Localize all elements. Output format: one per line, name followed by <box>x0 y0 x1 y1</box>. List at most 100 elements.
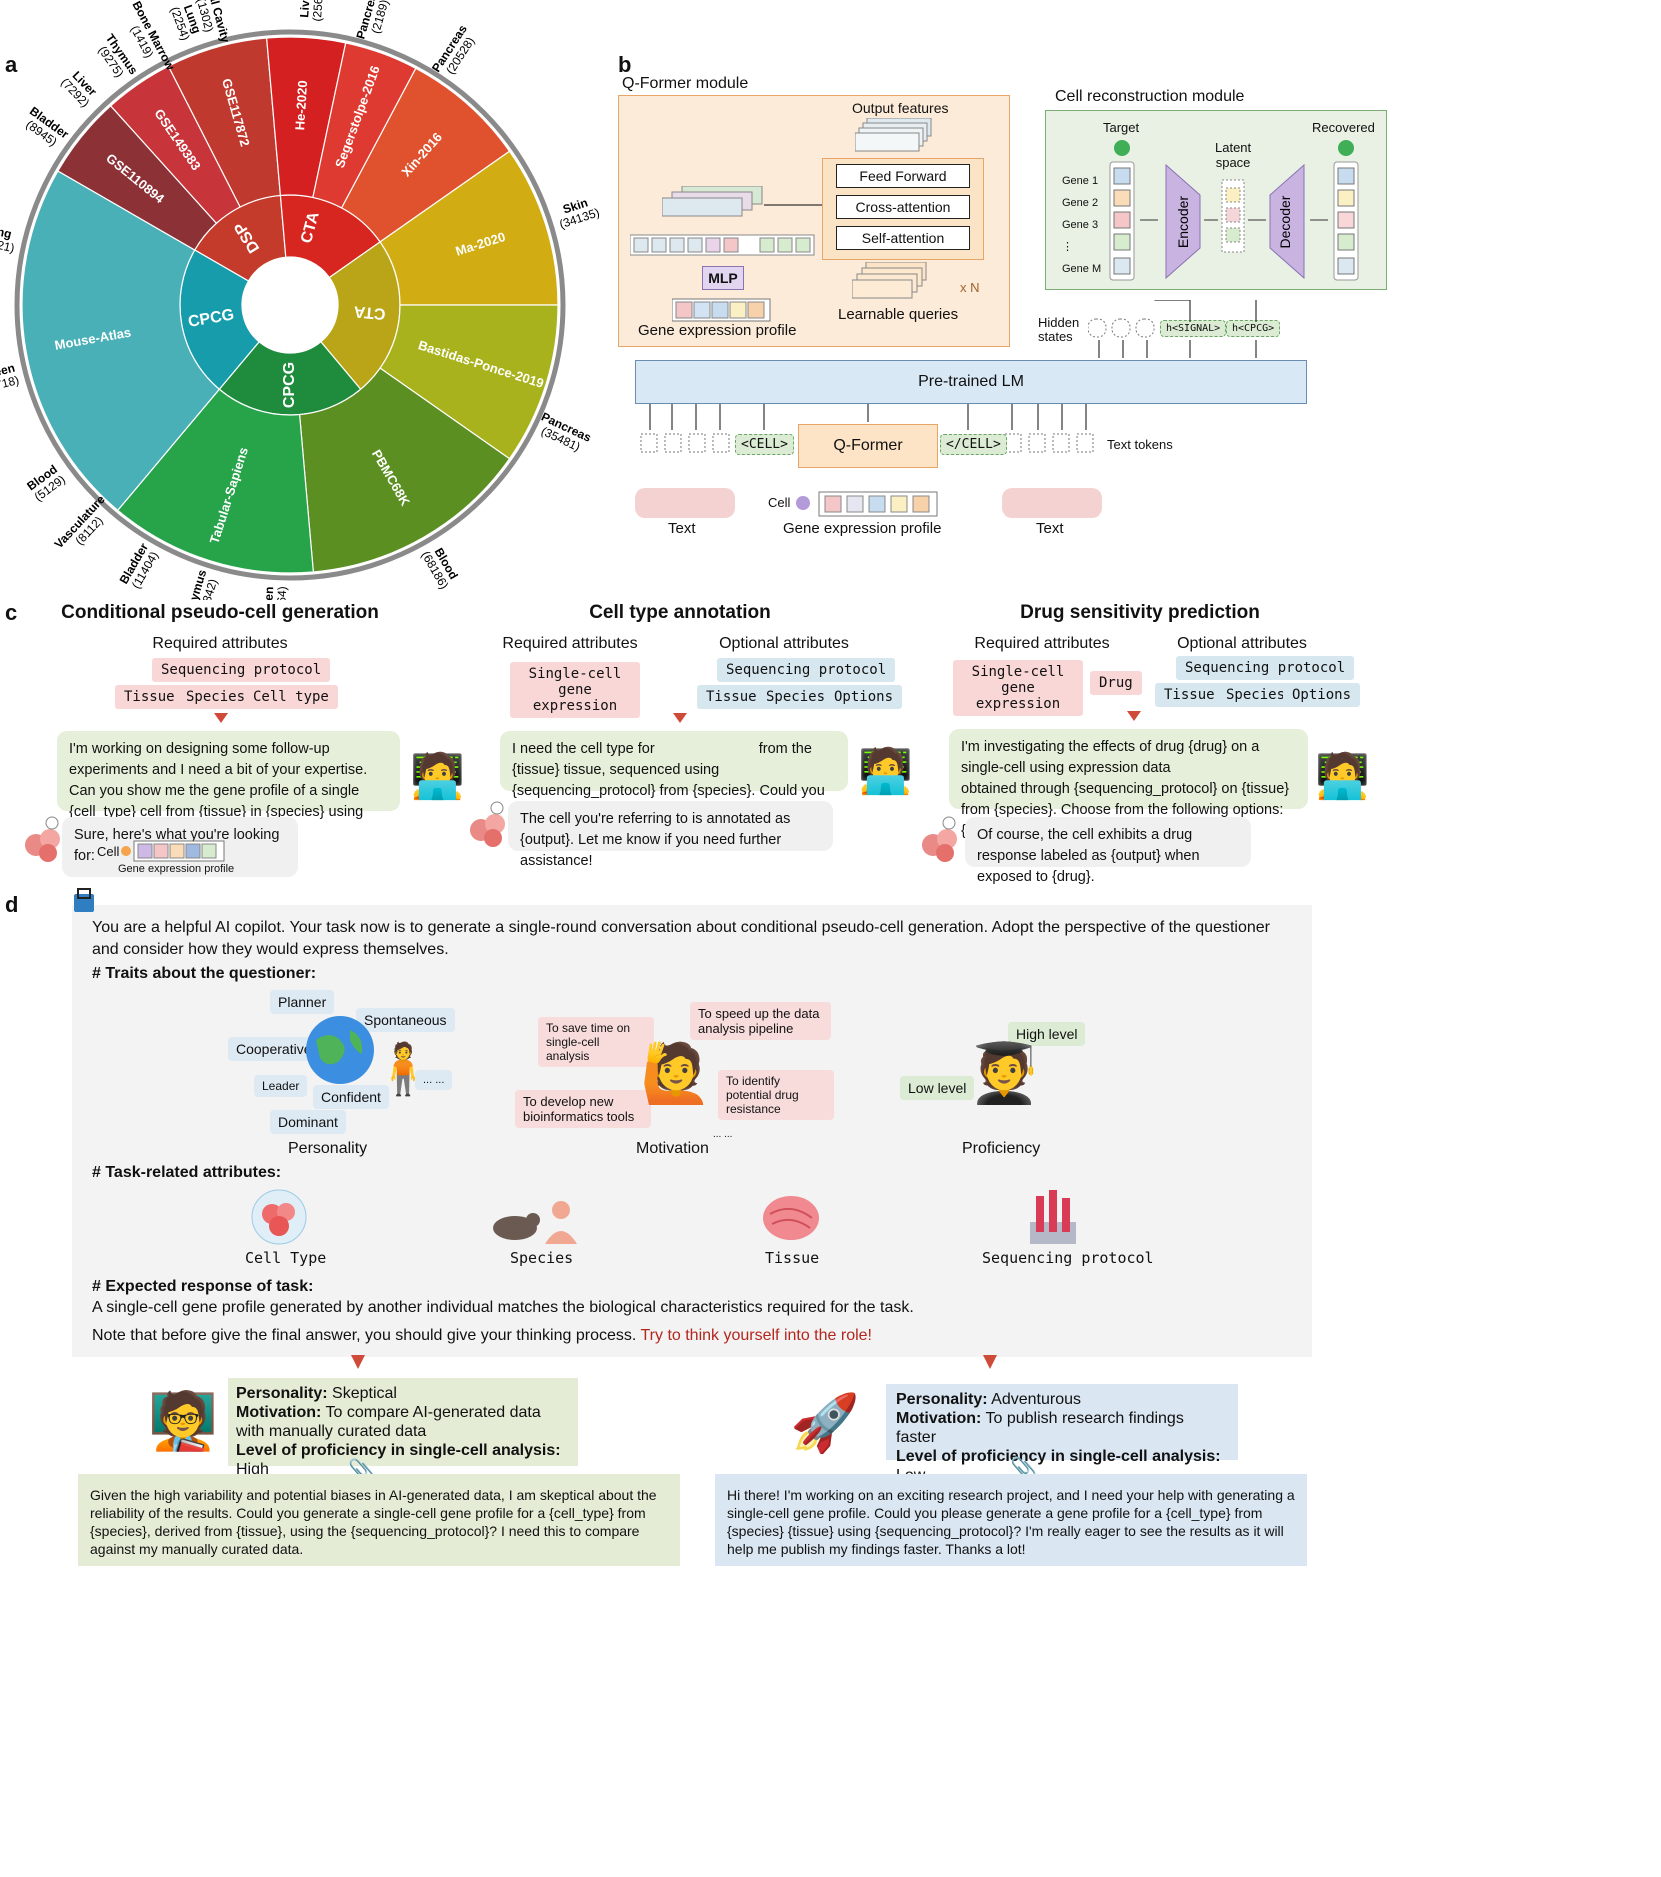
globe-icon <box>306 1016 374 1084</box>
tissue-label-14: Bladder(8945) <box>19 104 71 152</box>
dataset-segment-4 <box>379 150 559 306</box>
right-personality-value: Adventurous <box>991 1391 1081 1408</box>
left-motivation-key: Motivation: <box>236 1404 322 1421</box>
tissue-label-11: Blood(5129) <box>24 462 68 504</box>
tissue-label-3: Pancreas(20528) <box>429 22 481 82</box>
task2-tag-sc: Single-cell gene expression <box>510 662 640 718</box>
attr-tissue: Tissue <box>765 1249 820 1267</box>
expected-text: A single-cell gene profile generated by … <box>92 1299 914 1316</box>
target-label: Target <box>1103 120 1140 135</box>
trait-more: ... ... <box>415 1070 453 1090</box>
right-level-key: Level of proficiency in single-cell anal… <box>896 1448 1221 1465</box>
note-emphasis: Try to think yourself into the role! <box>640 1327 872 1344</box>
tissue-label-6: Blood(68186) <box>419 542 463 591</box>
svg-text:Decoder: Decoder <box>1277 195 1293 248</box>
prompt-intro: You are a helpful AI copilot. Your task … <box>92 919 1270 958</box>
left-motivation-value: To compare AI-generated data with manual… <box>236 1404 541 1440</box>
gene-m-label: Gene M <box>1062 263 1102 275</box>
token-cell <box>651 237 667 253</box>
learnable-queries-stack <box>852 262 927 299</box>
recovered-label: Recovered <box>1312 120 1375 135</box>
latent-space-label: Latent space <box>1215 140 1252 170</box>
learnable-queries-label: Learnable queries <box>838 306 959 323</box>
task3-question: I'm investigating the effects of drug {d… <box>949 729 1308 839</box>
dataset-segment-6 <box>298 367 511 573</box>
task2-optional-label: Optional attributes <box>719 635 849 652</box>
right-personality-key: Personality: <box>896 1391 988 1408</box>
cell-open-token: <CELL> <box>735 434 794 455</box>
output-features-label: Output features <box>852 100 949 116</box>
token-cell <box>759 237 775 253</box>
paperclip-icon <box>74 888 94 912</box>
task3-tag-sc: Single-cell gene expression <box>953 660 1083 716</box>
inner-label-2: CTA <box>353 302 387 322</box>
token-cell <box>777 237 793 253</box>
task3-required-label: Required attributes <box>974 635 1110 652</box>
task1-answer-text: Sure, here's what you're looking for: <box>74 827 280 864</box>
inner-label-3: CPCG <box>281 362 298 408</box>
gene-list: Gene 1 Gene 2 Gene 3 ⋮ Gene M <box>1062 170 1108 280</box>
task1-tag-species: Species <box>177 685 255 709</box>
attr-species: Species <box>510 1249 574 1267</box>
gene-1-label: Gene 1 <box>1062 175 1099 187</box>
proficiency-high: High level <box>1008 1022 1086 1046</box>
user-at-desk-icon-2: 🧑‍💻 <box>858 747 913 796</box>
task1-required-label: Required attributes <box>152 635 288 652</box>
task3-tag-species: Species <box>1217 683 1295 707</box>
task1-answer-gene-profile <box>121 840 225 862</box>
expected-heading: # Expected response of task: <box>92 1278 314 1295</box>
lm-io-arrows <box>649 300 1257 430</box>
text-input-left <box>635 488 735 518</box>
dataset-segment-8 <box>21 170 221 512</box>
motivation-more: ... ... <box>713 1129 733 1140</box>
left-arrow <box>351 1355 365 1369</box>
text-tokens-label: Text tokens <box>1107 437 1173 452</box>
dataset-segment-10 <box>109 65 241 225</box>
student-desk-icon: 🙋 <box>640 1041 713 1106</box>
dataset-segment-5 <box>379 304 559 460</box>
repeat-n-label: x N <box>960 280 980 295</box>
token-cell <box>669 237 685 253</box>
task3-optional-label: Optional attributes <box>1177 635 1307 652</box>
task-attrs-heading: # Task-related attributes: <box>92 1164 282 1181</box>
h-cpcg-token: h<CPCG> <box>1226 320 1281 337</box>
output-features-stack <box>855 118 932 152</box>
recon-module-title: Cell reconstruction module <box>1055 88 1245 105</box>
right-output-text: Hi there! I'm working on an exciting res… <box>715 1474 1307 1566</box>
graduate-podium-icon: 🧑‍🎓 <box>968 1041 1041 1106</box>
task3-tag-tissue: Tissue <box>1155 683 1224 707</box>
attr-cell-type: Cell Type <box>245 1249 327 1267</box>
mlp-box: MLP <box>702 266 744 290</box>
tissue-label-13: Lung(24521) <box>0 220 19 256</box>
task3-tag-seq: Sequencing protocol <box>1176 656 1355 680</box>
cross-attention-box: Cross-attention <box>836 195 970 219</box>
task3-question-a: I'm investigating the effects of drug {d… <box>961 739 1260 776</box>
token-row <box>630 234 815 256</box>
trait-confident: Confident <box>313 1085 389 1109</box>
left-level-value: High <box>236 1461 269 1478</box>
task2-title: Cell type annotation <box>589 602 771 623</box>
trait-leader: Leader <box>254 1075 308 1097</box>
wheel-hole <box>242 257 338 353</box>
token-cell <box>633 237 649 253</box>
left-level-key: Level of proficiency in single-cell anal… <box>236 1442 561 1459</box>
text-input-right <box>1002 488 1102 518</box>
cell-type-icon <box>251 1189 307 1245</box>
projected-tokens <box>662 186 822 217</box>
task2-arrow <box>673 713 687 723</box>
task1-question: I'm working on designing some follow-up … <box>57 731 400 841</box>
trait-spontaneous: Spontaneous <box>356 1008 455 1032</box>
attr-seq-protocol: Sequencing protocol <box>982 1249 1154 1267</box>
task1-answer-cell: Cell <box>97 844 120 859</box>
adventurous-person-icon: 🚀 <box>790 1391 860 1454</box>
task2-required-label: Required attributes <box>502 635 638 652</box>
panel-label-d: d <box>5 892 19 917</box>
dataset-segment-7 <box>116 388 315 574</box>
task3-answer: Of course, the cell exhibits a drug resp… <box>965 817 1251 885</box>
tissue-label-7: Spleen(12864) <box>260 585 289 600</box>
task3-tag-drug: Drug <box>1090 671 1142 695</box>
trait-planner: Planner <box>270 990 335 1014</box>
cell-bot-icon-2 <box>470 801 505 847</box>
input-gene-profile <box>672 298 771 322</box>
user-at-desk-icon-3: 🧑‍💻 <box>1315 752 1370 801</box>
